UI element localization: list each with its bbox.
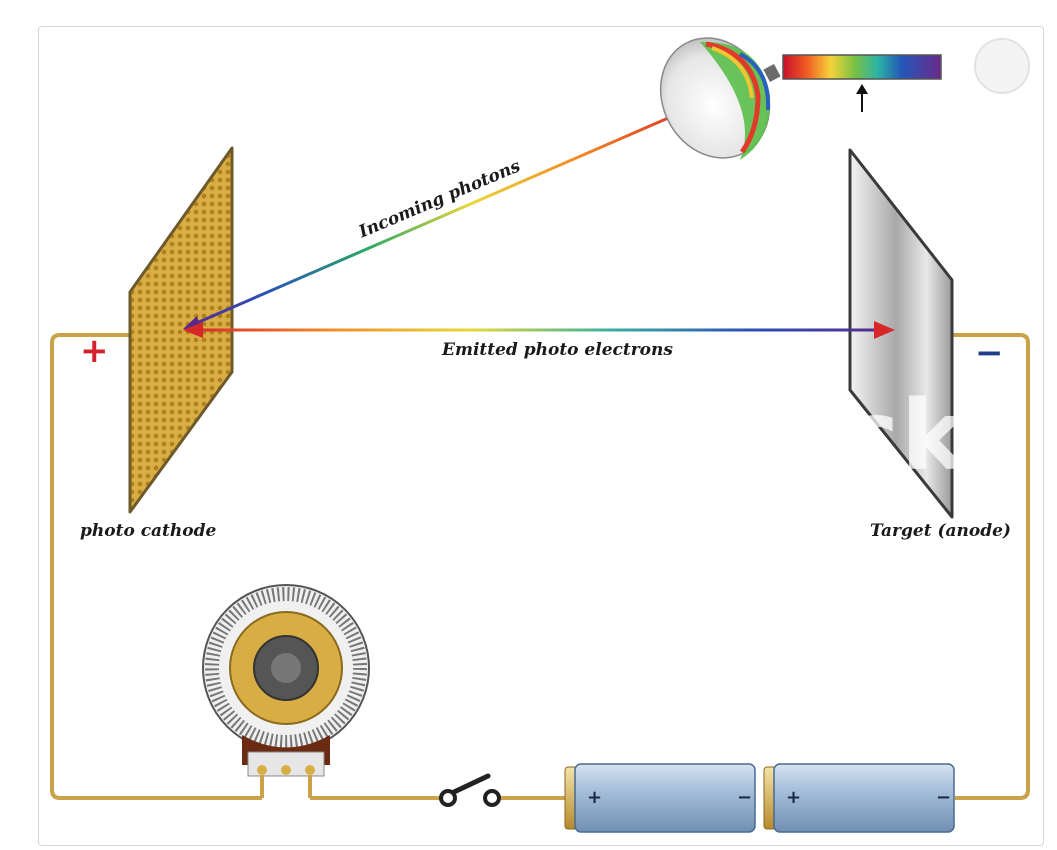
battery-cell-1 (564, 763, 756, 833)
photo-cathode-label: photo cathode (80, 521, 217, 541)
watermark-text: shutterstock (255, 380, 967, 492)
incoming-photons-ray (183, 100, 706, 329)
battery-cell-2 (763, 763, 955, 833)
watermark-logo-icon (974, 38, 1030, 94)
target-anode-label: Target (anode) (870, 521, 1011, 541)
battery-1-minus: − (737, 787, 753, 808)
switch-icon (439, 773, 501, 807)
plus-terminal-sign: + (80, 331, 109, 371)
spectrum-bar (782, 54, 942, 112)
emitted-electrons-ray (183, 321, 895, 339)
photo-cathode-plate (128, 146, 234, 514)
anode-plate (848, 148, 954, 519)
circuit-wire (50, 333, 1030, 800)
rheostat-icon (202, 584, 370, 798)
battery-2-minus: − (936, 787, 952, 808)
battery-1-plus: + (587, 787, 603, 808)
battery-2-plus: + (786, 787, 802, 808)
minus-terminal-sign: − (975, 333, 1004, 373)
emitted-electrons-label: Emitted photo electrons (442, 340, 673, 360)
diagram-card (38, 26, 1044, 846)
lamp-icon (659, 37, 781, 160)
